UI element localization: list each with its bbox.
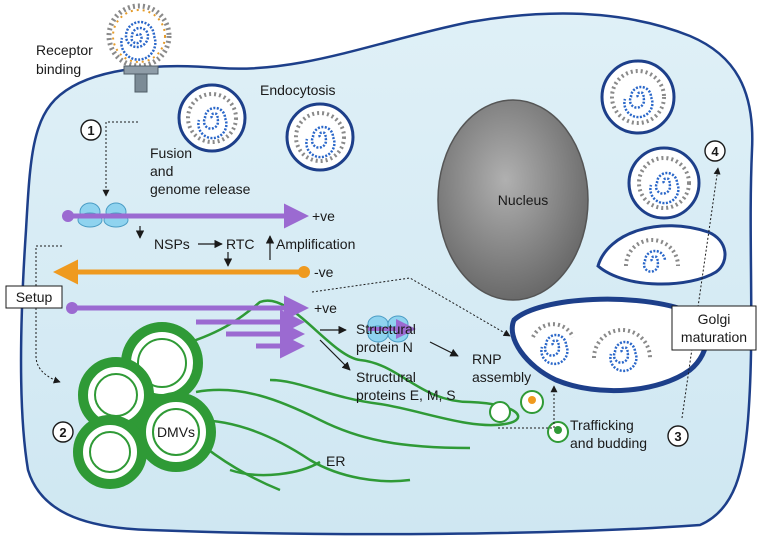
exiting-virion-top (600, 59, 676, 135)
receptor-binding-label: Receptor (36, 42, 93, 58)
structural-ems-label-2: proteins E, M, S (356, 387, 456, 403)
budding-vesicles (489, 390, 569, 443)
rtc-label: RTC (226, 236, 255, 252)
fusion-label: Fusion (150, 145, 192, 161)
dotted-arrows (35, 121, 721, 429)
fusion-label-2: and (150, 163, 173, 179)
rnp-assembly-label-2: assembly (472, 369, 531, 385)
nsps-label: NSPs (154, 236, 190, 252)
dmv-cluster (73, 322, 216, 489)
rnp-in-golgi-1 (531, 322, 575, 366)
amplification-label: Amplification (276, 236, 355, 252)
endosome-1 (177, 83, 247, 153)
dmvs-label: DMVs (157, 424, 195, 440)
step-3-badge: 3 (667, 425, 689, 447)
nucleus-label: Nucleus (498, 192, 549, 208)
pathway-arrows (135, 226, 459, 371)
minus-ve-label: -ve (314, 264, 334, 280)
nucleus (437, 99, 589, 301)
svg-text:3: 3 (674, 429, 681, 444)
virion-extracellular (106, 3, 172, 69)
trafficking-label: Trafficking (570, 417, 634, 433)
rnp-assembly-label: RNP (472, 351, 502, 367)
endoplasmic-reticulum (183, 299, 520, 492)
trafficking-label-2: and budding (570, 435, 647, 451)
golgi-maturation-box (671, 305, 757, 351)
rnp-in-golgi-2 (592, 328, 652, 373)
plus-ve-label-1: +ve (312, 208, 335, 224)
svg-text:1: 1 (87, 123, 94, 138)
budding-virion-small (624, 238, 680, 273)
structural-ems-label: Structural (356, 369, 416, 385)
endocytosis-label: Endocytosis (260, 82, 335, 98)
plus-ve-label-2: +ve (314, 300, 337, 316)
golgi-sac-small (596, 224, 727, 286)
receptor (123, 65, 159, 93)
golgi-maturation-label-2: maturation (681, 329, 747, 345)
golgi-maturation-label: Golgi (698, 311, 731, 327)
svg-text:4: 4 (711, 144, 719, 159)
step-4-badge: 4 (704, 140, 726, 162)
step-1-badge: 1 (80, 119, 102, 141)
step-2-badge: 2 (52, 421, 74, 443)
structural-n-label-2: protein N (356, 339, 413, 355)
structural-n-label: Structural (356, 321, 416, 337)
fusion-label-3: genome release (150, 181, 251, 197)
golgi-vesicle-virion (627, 146, 701, 220)
setup-label: Setup (16, 289, 53, 305)
endosome-2 (285, 102, 355, 172)
er-label: ER (326, 453, 345, 469)
golgi-sac-large (509, 296, 709, 394)
setup-box (5, 285, 63, 309)
receptor-binding-label-2: binding (36, 61, 81, 77)
svg-text:2: 2 (59, 425, 66, 440)
